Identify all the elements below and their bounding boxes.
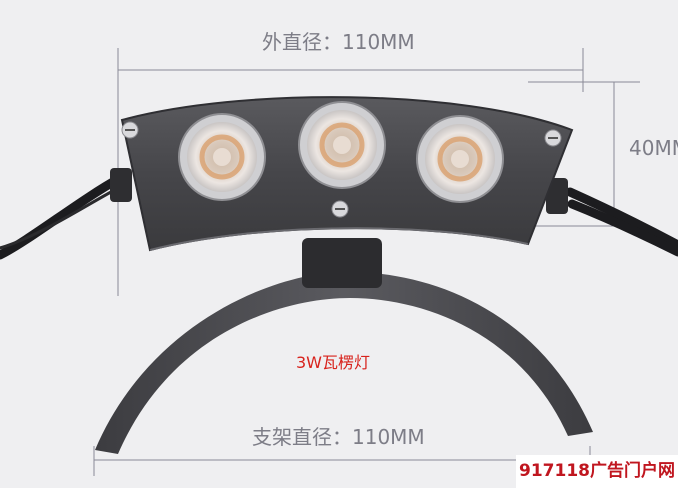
mounting-bracket [95,271,593,454]
outer-diameter-label: 外直径：110MM [262,30,415,54]
cable-gland-left [110,168,132,202]
led-lens-left [178,113,266,201]
watermark: 917118广告门户网 [516,455,678,488]
screw-icon [331,200,349,218]
bracket-diameter-label: 支架直径：110MM [252,425,425,449]
product-name-label: 3W瓦楞灯 [296,353,371,372]
screw-icon [544,129,562,147]
bracket-stem [302,238,382,288]
height-label: 40MM [629,136,678,160]
screw-icon [121,121,139,139]
led-lens-right [416,115,504,203]
led-lens-center [298,101,386,189]
housing-bottom-edge [149,227,529,251]
cable-gland-right [546,178,568,214]
power-cable-right [565,187,678,257]
power-cable-left [0,173,125,260]
